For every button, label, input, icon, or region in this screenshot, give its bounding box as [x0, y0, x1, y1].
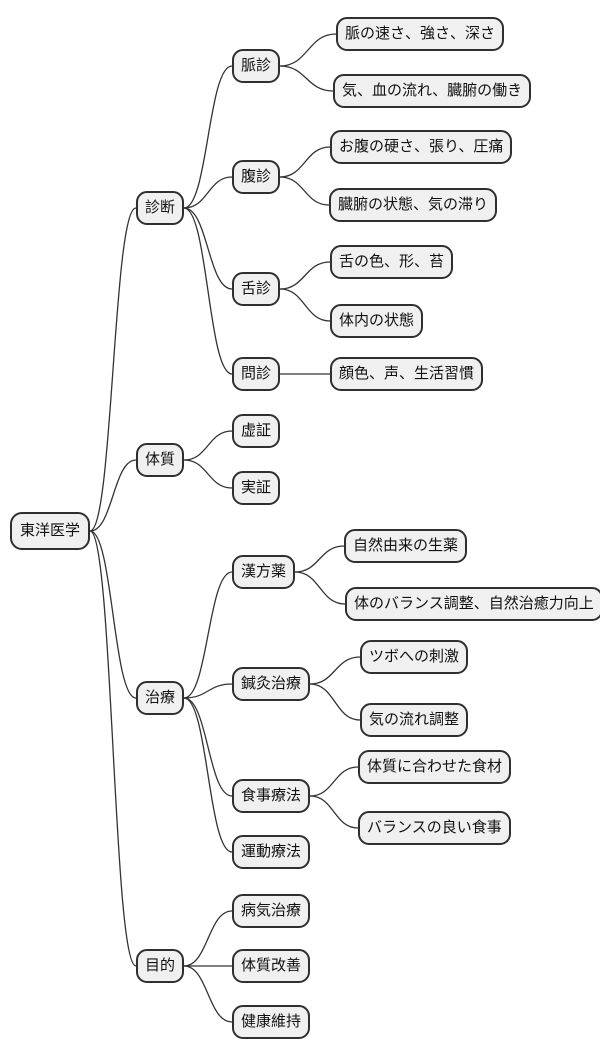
mindmap-edge — [280, 261, 331, 290]
node-pulse-diagnosis: 脈診 — [232, 49, 281, 83]
node-constitution-improvement: 体質改善 — [232, 949, 311, 983]
node-purpose: 目的 — [136, 949, 185, 983]
node-exercise-therapy: 運動療法 — [232, 835, 311, 869]
mindmap-edge — [183, 176, 233, 209]
mindmap-edge — [309, 766, 359, 797]
mindmap-edge — [183, 910, 233, 967]
node-abdominal-diagnosis: 腹診 — [232, 160, 281, 194]
mindmap-edge — [309, 683, 361, 721]
node-deficiency-pattern: 虚証 — [232, 414, 281, 448]
node-eastern-medicine: 東洋医学 — [10, 512, 91, 550]
node-diet-therapy: 食事療法 — [232, 779, 311, 813]
mindmap-edge — [310, 656, 361, 685]
node-acupoint-stimulation: ツボへの刺激 — [360, 640, 469, 674]
node-internal-state: 体内の状態 — [330, 304, 424, 338]
node-body-balance-natural-healing: 体のバランス調整、自然治癒力向上 — [345, 587, 600, 621]
mindmap-edge — [280, 288, 331, 322]
mindmap-edge — [183, 697, 233, 797]
node-disease-treatment: 病気治療 — [232, 894, 311, 928]
node-health-maintenance: 健康維持 — [232, 1005, 311, 1039]
mindmap-edge — [184, 459, 233, 489]
mindmap-edge — [183, 430, 233, 461]
node-diagnosis: 診断 — [136, 191, 185, 225]
node-pulse-speed-strength-depth: 脈の速さ、強さ、深さ — [336, 17, 505, 51]
node-complexion-voice-lifestyle: 顔色、声、生活習慣 — [330, 357, 484, 391]
mindmap-edge — [183, 965, 233, 1023]
mindmap-edge — [183, 697, 233, 853]
node-qi-blood-flow-organ-function: 気、血の流れ、臓腑の働き — [333, 74, 532, 108]
node-balanced-diet: バランスの良い食事 — [358, 811, 511, 845]
mindmap-edge — [184, 683, 233, 699]
mindmap-edge — [89, 459, 137, 532]
mindmap-edge — [89, 207, 137, 532]
node-natural-herbs: 自然由来の生薬 — [344, 529, 468, 563]
node-qi-flow-adjustment: 気の流れ調整 — [360, 703, 469, 737]
node-tongue-diagnosis: 舌診 — [232, 272, 281, 306]
mindmap-edge — [183, 65, 233, 209]
node-constitution-matched-foods: 体質に合わせた食材 — [358, 750, 512, 784]
node-constitution: 体質 — [136, 443, 185, 477]
mindmap-edge — [295, 545, 345, 573]
node-treatment: 治療 — [136, 681, 185, 715]
node-interview: 問診 — [232, 357, 281, 391]
mindmap-edge — [89, 530, 137, 699]
mindmap-edge — [89, 530, 137, 967]
mindmap-edge — [183, 207, 233, 290]
mindmap-edge — [183, 571, 233, 699]
node-excess-pattern: 実証 — [232, 471, 281, 505]
mindmap-edge — [183, 207, 233, 375]
mindmap-edge — [309, 795, 359, 829]
mindmap-edge — [280, 65, 334, 92]
mindmap-edge — [280, 176, 330, 206]
node-acupuncture-moxibustion: 鍼灸治療 — [232, 667, 311, 701]
node-kampo-medicine: 漢方薬 — [232, 555, 296, 589]
node-organ-state-qi-stagnation: 臓腑の状態、気の滞り — [329, 188, 498, 222]
mindmap-edge — [295, 571, 346, 605]
node-abdomen-hardness-tension-tenderness: お腹の硬さ、張り、圧痛 — [330, 130, 513, 164]
mindmap-edge — [280, 33, 337, 67]
mindmap-edge — [280, 146, 331, 178]
node-tongue-color-shape-coating: 舌の色、形、苔 — [330, 245, 454, 279]
